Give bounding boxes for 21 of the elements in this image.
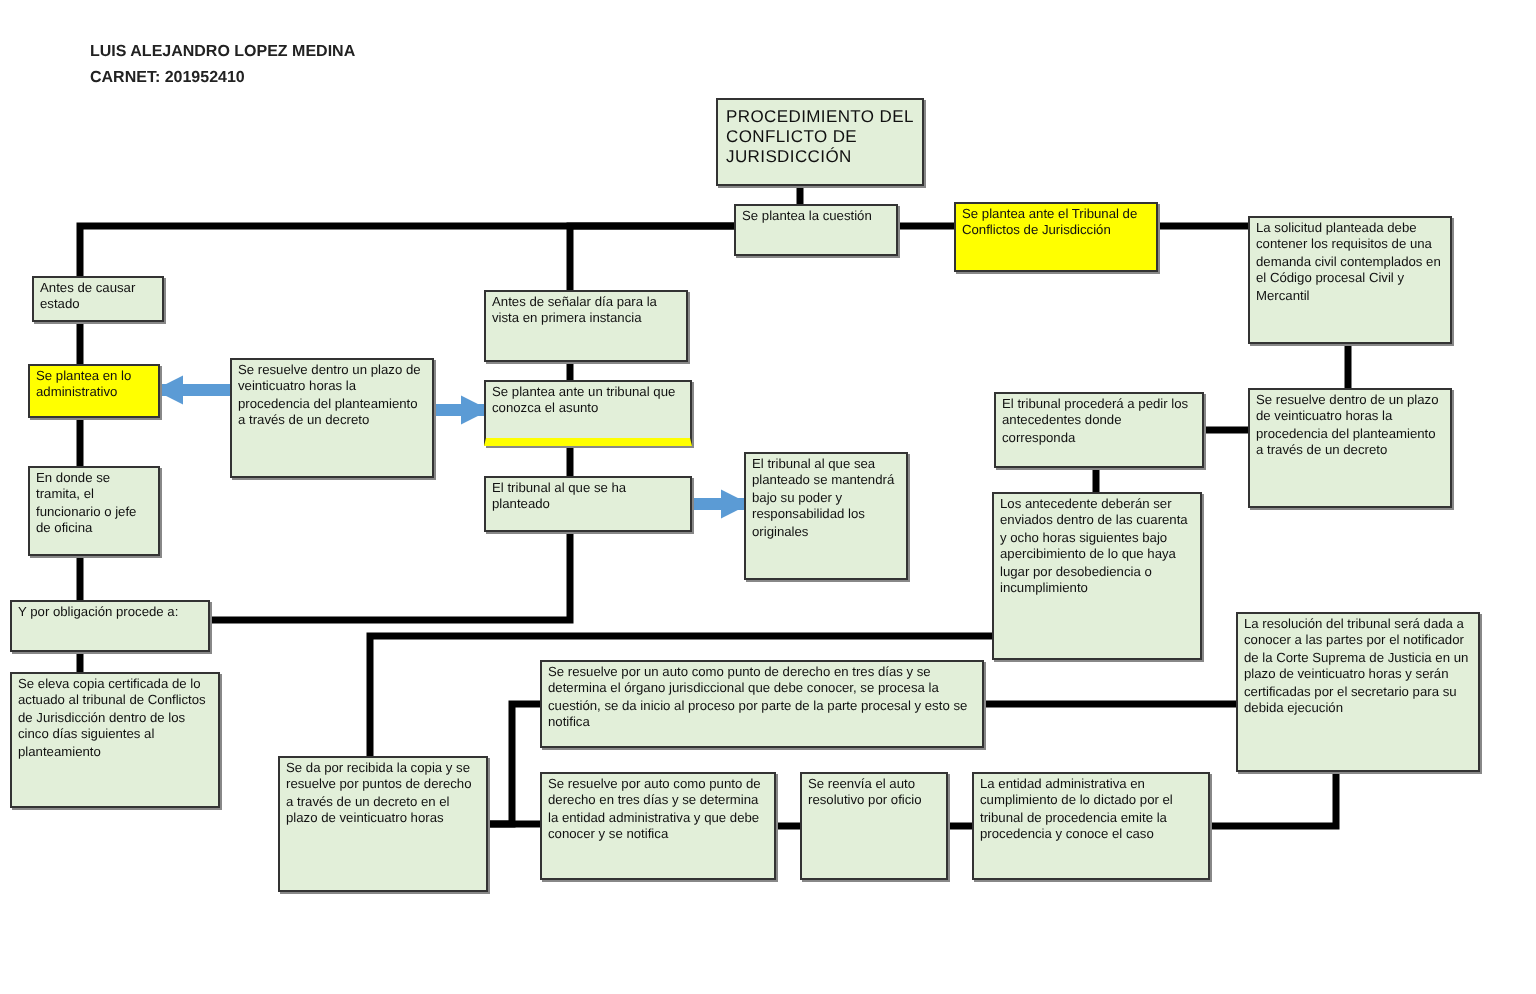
connector-line xyxy=(76,418,84,466)
connector-line xyxy=(366,632,992,756)
connector-line xyxy=(76,322,84,364)
connector-line xyxy=(948,822,972,830)
connector-line xyxy=(1210,772,1340,830)
connector-line xyxy=(1204,426,1248,434)
connector-line xyxy=(898,222,954,230)
connector-line xyxy=(1092,468,1100,492)
connector-line xyxy=(1344,344,1352,388)
connector-line xyxy=(76,652,84,672)
connector-line xyxy=(776,822,800,830)
author-info: CARNET: 201952410 xyxy=(90,68,245,86)
connector-line xyxy=(566,446,574,476)
connector-line xyxy=(1158,222,1248,230)
connector-line xyxy=(210,532,574,624)
connector-line xyxy=(488,820,540,828)
title-box: PROCEDIMIENTO DEL CONFLICTO DE JURISDICCIÓN xyxy=(716,98,924,186)
author-info: LUIS ALEJANDRO LOPEZ MEDINA xyxy=(90,42,356,60)
connector-line xyxy=(566,222,734,290)
connector-line xyxy=(76,556,84,600)
connector-line xyxy=(984,700,1236,708)
